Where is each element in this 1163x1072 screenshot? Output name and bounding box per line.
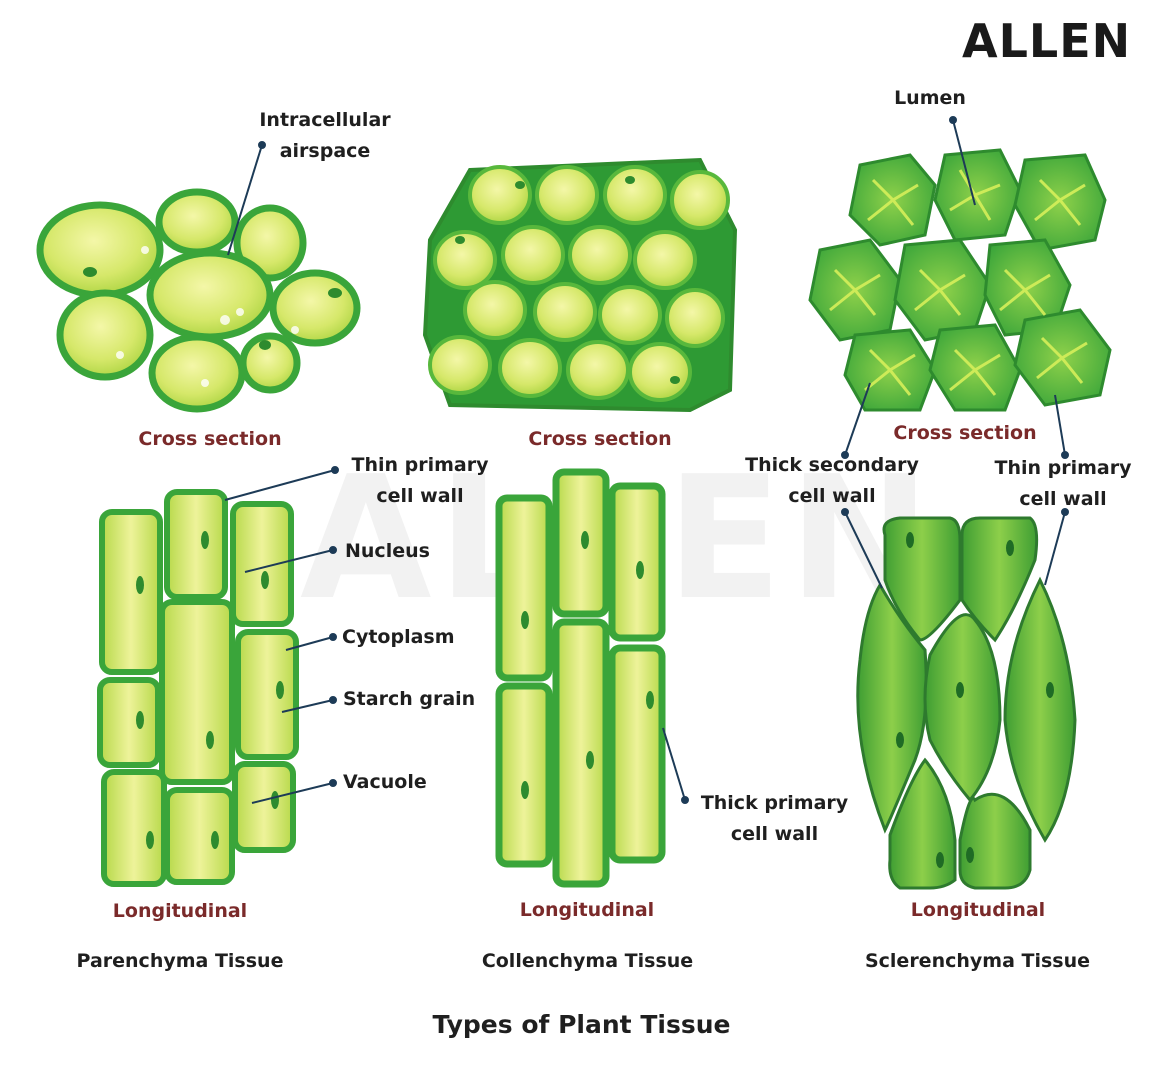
- collenchyma-nuclei: [521, 531, 654, 799]
- label-vacuole: Vacuole: [343, 771, 427, 793]
- label-thin-primary-cell-wall-sclerenchyma: Thin primary cell wall: [994, 457, 1132, 510]
- sclerenchyma-nuclei: [896, 532, 1054, 868]
- sclerenchyma-cross-section: [808, 148, 1112, 412]
- label-nucleus: Nucleus: [345, 540, 430, 562]
- parenchyma-cross-section: [36, 188, 361, 413]
- label-thick-primary-cell-wall: Thick primary cell wall: [700, 792, 849, 845]
- sclerenchyma-tissue-name: Sclerenchyma Tissue: [864, 950, 1091, 972]
- label-cytoplasm: Cytoplasm: [342, 626, 455, 648]
- sclerenchyma-longitudinal: [856, 516, 1077, 890]
- diagram-title: Types of Plant Tissue: [432, 1010, 731, 1039]
- sclerenchyma-longitudinal-caption: Longitudinal: [910, 899, 1046, 921]
- collenchyma-longitudinal-caption: Longitudinal: [519, 899, 655, 921]
- sclerenchyma-cross-section-caption: Cross section: [893, 422, 1037, 444]
- label-thin-primary-cell-wall-parenchyma: Thin primary cell wall: [351, 454, 489, 507]
- parenchyma-longitudinal: [97, 489, 299, 887]
- collenchyma-longitudinal: [495, 468, 666, 888]
- leader-lines: [224, 116, 1069, 804]
- collenchyma-tissue-name: Collenchyma Tissue: [481, 950, 694, 972]
- parenchyma-nuclei: [136, 531, 284, 849]
- parenchyma-longitudinal-caption: Longitudinal: [112, 900, 248, 922]
- collenchyma-cross-section-caption: Cross section: [528, 428, 672, 450]
- allen-logo: ALLEN: [962, 14, 1132, 68]
- label-thick-secondary-cell-wall: Thick secondary cell wall: [745, 454, 919, 507]
- label-lumen: Lumen: [894, 87, 966, 109]
- label-intracellular-airspace: Intracellular airspace: [259, 109, 391, 162]
- parenchyma-tissue-name: Parenchyma Tissue: [76, 950, 284, 972]
- parenchyma-cross-section-caption: Cross section: [138, 428, 282, 450]
- collenchyma-cross-section: [422, 157, 738, 413]
- label-starch-grain: Starch grain: [343, 688, 476, 710]
